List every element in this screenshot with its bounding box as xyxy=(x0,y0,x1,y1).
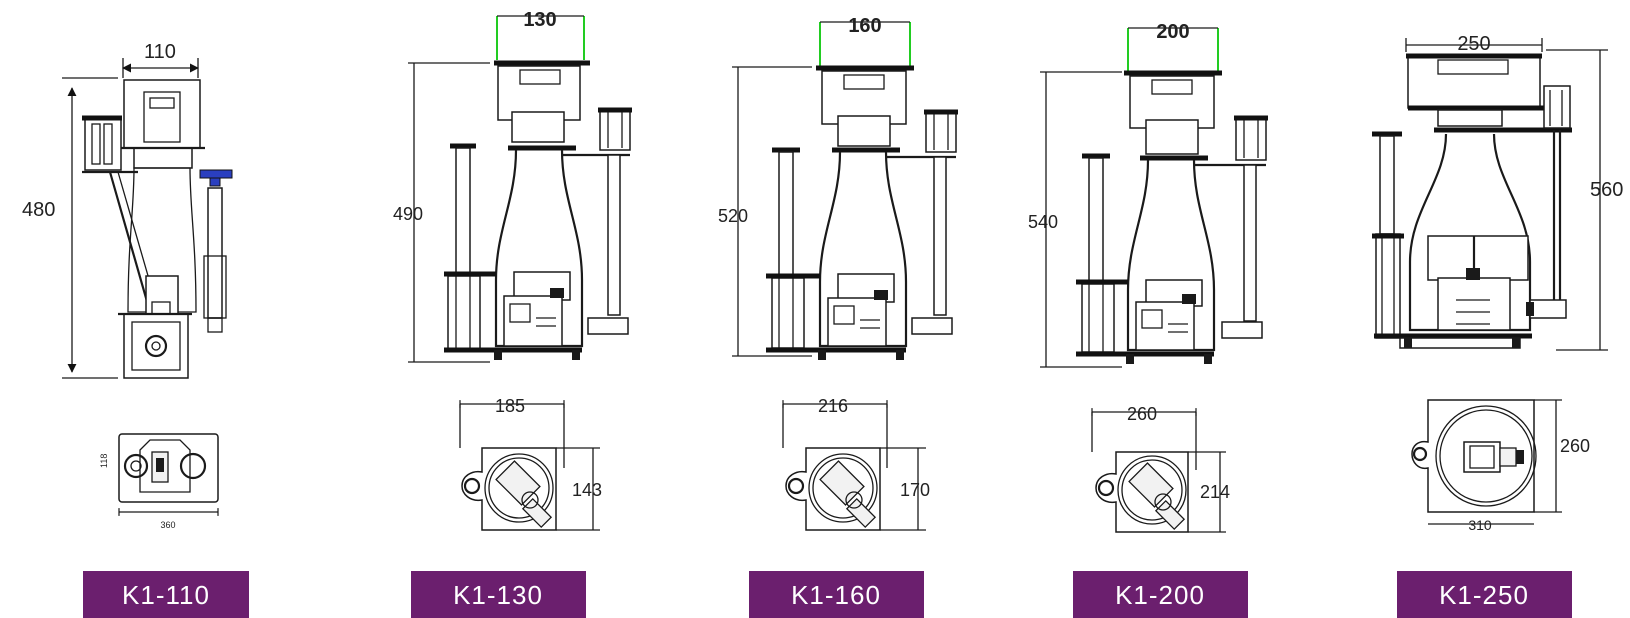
model-badge: K1-160 xyxy=(749,571,924,618)
base-depth-label: 260 xyxy=(1560,436,1590,456)
skimmer-side-view xyxy=(82,79,233,379)
model-label: K1-200 xyxy=(1115,580,1205,610)
model-badge: K1-110 xyxy=(83,571,249,618)
base-width-label: 310 xyxy=(1468,517,1492,533)
width-label: 160 xyxy=(848,15,881,37)
skimmer-side-view xyxy=(444,60,632,360)
base-depth-label: 143 xyxy=(572,480,602,500)
base-depth-label: 214 xyxy=(1200,482,1230,502)
model-k1-160: 160 520 xyxy=(718,15,958,618)
height-dimension: 480 xyxy=(22,77,118,379)
width-dimension: 130 xyxy=(496,9,585,60)
base-width-label: 360 xyxy=(160,520,175,530)
model-label: K1-130 xyxy=(453,580,543,610)
base-width-label: 185 xyxy=(495,396,525,416)
model-k1-200: 200 540 xyxy=(1028,21,1268,618)
height-label: 520 xyxy=(718,206,748,226)
width-dimension: 160 xyxy=(819,15,911,66)
width-label: 250 xyxy=(1457,33,1490,55)
skimmer-side-view xyxy=(1076,70,1268,364)
height-label: 480 xyxy=(22,199,55,221)
height-label: 490 xyxy=(393,204,423,224)
height-dimension: 520 xyxy=(718,66,812,357)
model-k1-250: 250 560 xyxy=(1372,33,1623,618)
base-depth-label: 118 xyxy=(99,454,109,468)
height-label: 560 xyxy=(1590,179,1623,201)
model-label: K1-250 xyxy=(1439,580,1529,610)
footprint-view: 260 214 xyxy=(1091,404,1230,533)
model-badge: K1-250 xyxy=(1397,571,1572,618)
footprint-view: 360 118 xyxy=(99,433,219,530)
width-dimension: 110 xyxy=(122,41,199,78)
skimmer-side-view xyxy=(766,65,958,360)
model-label: K1-110 xyxy=(122,580,210,610)
width-label: 200 xyxy=(1156,21,1189,43)
height-dimension: 540 xyxy=(1028,71,1122,368)
skimmer-side-view xyxy=(1372,53,1572,349)
width-label: 110 xyxy=(144,41,176,63)
width-dimension: 250 xyxy=(1405,33,1543,55)
base-width-label: 216 xyxy=(818,396,848,416)
model-k1-110: 110 480 xyxy=(22,41,249,618)
height-dimension: 560 xyxy=(1546,49,1623,351)
width-label: 130 xyxy=(523,9,556,31)
footprint-view: 185 143 xyxy=(459,396,602,531)
model-badge: K1-200 xyxy=(1073,571,1248,618)
height-label: 540 xyxy=(1028,212,1058,232)
base-depth-label: 170 xyxy=(900,480,930,500)
width-dimension: 200 xyxy=(1127,21,1219,72)
footprint-view: 260 310 xyxy=(1411,399,1590,533)
model-label: K1-160 xyxy=(791,580,881,610)
model-badge: K1-130 xyxy=(411,571,586,618)
base-width-label: 260 xyxy=(1127,404,1157,424)
footprint-view: 216 170 xyxy=(782,396,930,531)
model-k1-130: 130 490 xyxy=(393,9,632,618)
height-dimension: 490 xyxy=(393,62,490,363)
